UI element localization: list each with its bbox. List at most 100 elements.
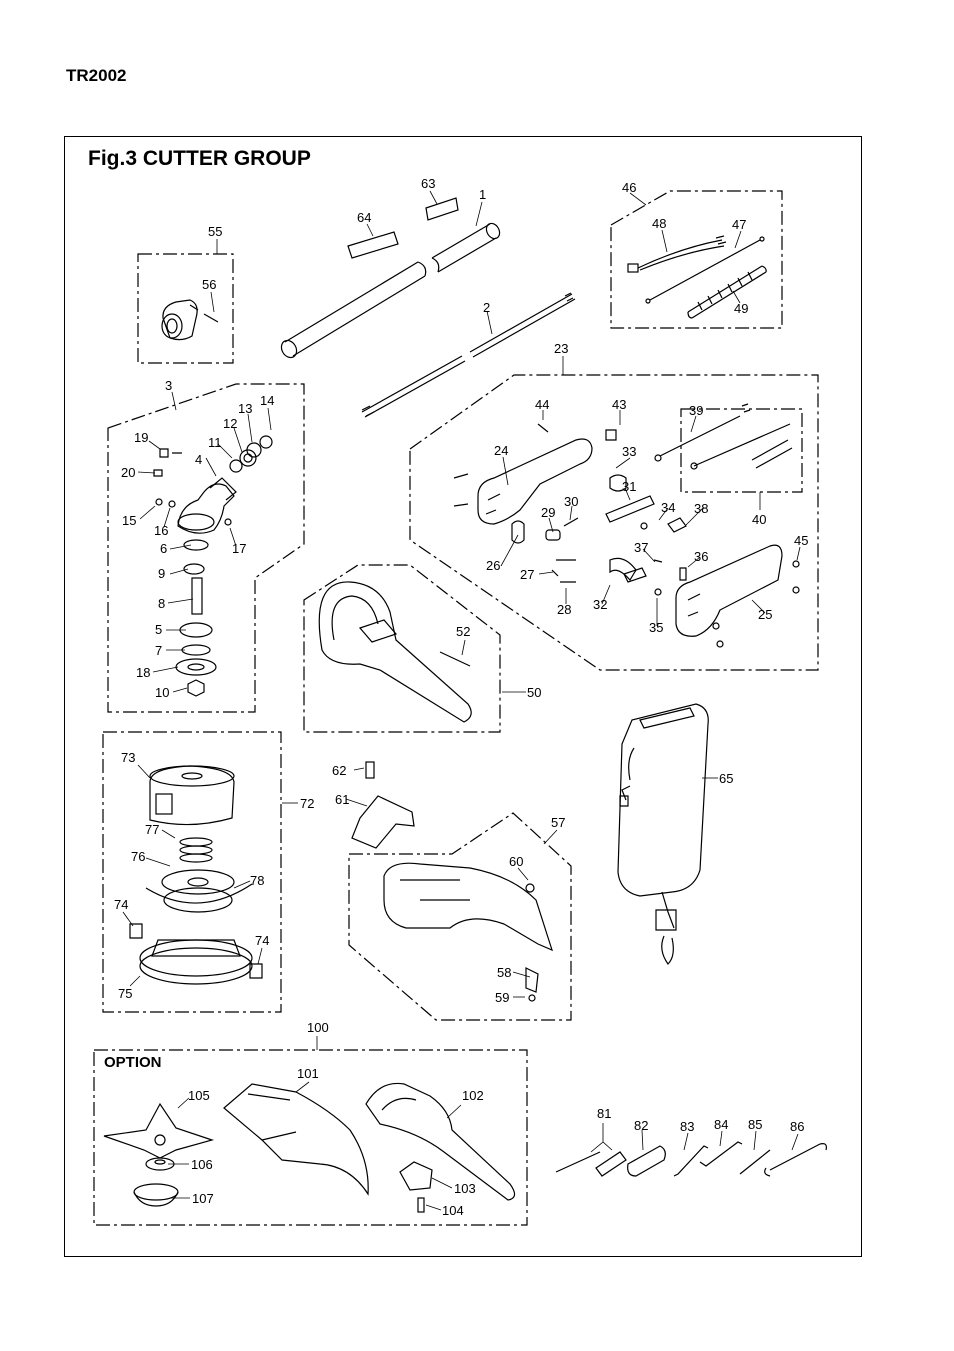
callout-60: 60 — [509, 854, 523, 869]
callout-24: 24 — [494, 443, 508, 458]
callout-58: 58 — [497, 965, 511, 980]
callout-44: 44 — [535, 397, 549, 412]
group-57-box — [348, 812, 572, 1021]
callout-56: 56 — [202, 277, 216, 292]
callout-75: 75 — [118, 986, 132, 1001]
model-number: TR2002 — [66, 66, 127, 85]
callout-32: 32 — [593, 597, 607, 612]
callout-85: 85 — [748, 1117, 762, 1132]
callout-101: 101 — [297, 1066, 319, 1081]
callout-62: 62 — [332, 763, 346, 778]
callout-6: 6 — [160, 541, 167, 556]
loop-handle-50 — [318, 581, 472, 723]
group-50-box — [303, 564, 501, 733]
callout-2: 2 — [483, 300, 490, 315]
callout-10: 10 — [155, 685, 169, 700]
callout-9: 9 — [158, 566, 165, 581]
callout-11: 11 — [208, 435, 222, 450]
callout-14: 14 — [260, 393, 274, 408]
tube-tape-64 — [347, 231, 399, 259]
blade-guard-101 — [223, 1083, 369, 1196]
callout-49: 49 — [734, 301, 748, 316]
callout-63: 63 — [421, 176, 435, 191]
option-title: OPTION — [104, 1054, 162, 1071]
callout-81: 81 — [597, 1106, 611, 1121]
callout-78: 78 — [250, 873, 264, 888]
throttle-parts — [453, 403, 800, 648]
tube-clamp-55 — [161, 299, 219, 341]
blade-washer-106 — [145, 1157, 175, 1171]
callout-12: 12 — [223, 416, 237, 431]
callout-13: 13 — [238, 401, 252, 416]
callout-numbers: 1 2 3 4 5 6 7 8 9 10 11 12 13 14 15 16 1… — [114, 176, 808, 1218]
tool-kit-81-86 — [555, 1141, 827, 1177]
callout-64: 64 — [357, 210, 371, 225]
group-23-box — [409, 374, 819, 671]
callout-106: 106 — [191, 1157, 213, 1172]
shoulder-harness-65 — [617, 703, 709, 965]
callout-34: 34 — [661, 500, 675, 515]
callout-48: 48 — [652, 216, 666, 231]
callout-19: 19 — [134, 430, 148, 445]
callout-59: 59 — [495, 990, 509, 1005]
callout-37: 37 — [634, 540, 648, 555]
callout-1: 1 — [479, 187, 486, 202]
spiral-tube-49 — [687, 265, 767, 319]
callout-30: 30 — [564, 494, 578, 509]
callout-65: 65 — [719, 771, 733, 786]
callout-35: 35 — [649, 620, 663, 635]
group-100-box — [93, 1049, 528, 1226]
group-40-box — [680, 408, 803, 493]
bar-bracket-103 — [399, 1161, 433, 1213]
gear-case-4 — [177, 477, 237, 534]
callout-61: 61 — [335, 792, 349, 807]
callout-50: 50 — [527, 685, 541, 700]
callout-31: 31 — [622, 479, 636, 494]
trimmer-spring-77 — [179, 837, 213, 863]
callout-77: 77 — [145, 822, 159, 837]
group-46-box — [610, 190, 783, 329]
callout-28: 28 — [557, 602, 571, 617]
callout-100: 100 — [307, 1020, 329, 1035]
callout-20: 20 — [121, 465, 135, 480]
guard-57 — [383, 862, 553, 1002]
callout-7: 7 — [155, 643, 162, 658]
callout-52: 52 — [456, 624, 470, 639]
callout-55: 55 — [208, 224, 222, 239]
callout-43: 43 — [612, 397, 626, 412]
trimmer-base-75 — [129, 923, 263, 985]
callout-74-right: 74 — [255, 933, 269, 948]
switch-40 — [690, 423, 793, 470]
tube-tape-63 — [425, 197, 459, 221]
callout-3: 3 — [165, 378, 172, 393]
blade-105 — [103, 1102, 215, 1159]
figure-title: Fig.3 CUTTER GROUP — [88, 147, 311, 170]
callout-16: 16 — [154, 523, 168, 538]
callout-86: 86 — [790, 1119, 804, 1134]
leader-lines — [122, 190, 801, 1211]
callout-57: 57 — [551, 815, 565, 830]
callout-107: 107 — [192, 1191, 214, 1206]
wiring-harness-48 — [627, 235, 727, 273]
main-tube — [280, 222, 501, 359]
throttle-housing-25 — [675, 544, 783, 637]
barrier-bar-102 — [365, 1082, 516, 1201]
callout-38: 38 — [694, 501, 708, 516]
callout-8: 8 — [158, 596, 165, 611]
group-boxes — [93, 190, 819, 1226]
callout-84: 84 — [714, 1117, 728, 1132]
callout-73: 73 — [121, 750, 135, 765]
group-3-box — [107, 383, 305, 713]
callout-17: 17 — [232, 541, 246, 556]
group-55-box — [137, 253, 234, 364]
drive-shaft — [361, 292, 576, 418]
gear-head-small-parts — [153, 435, 273, 697]
figure-frame — [64, 136, 862, 1257]
callout-76: 76 — [131, 849, 145, 864]
trimmer-head-cover-73 — [149, 765, 235, 826]
callout-83: 83 — [680, 1119, 694, 1134]
callout-36: 36 — [694, 549, 708, 564]
callout-39: 39 — [689, 403, 703, 418]
throttle-housing-24 — [477, 438, 593, 525]
